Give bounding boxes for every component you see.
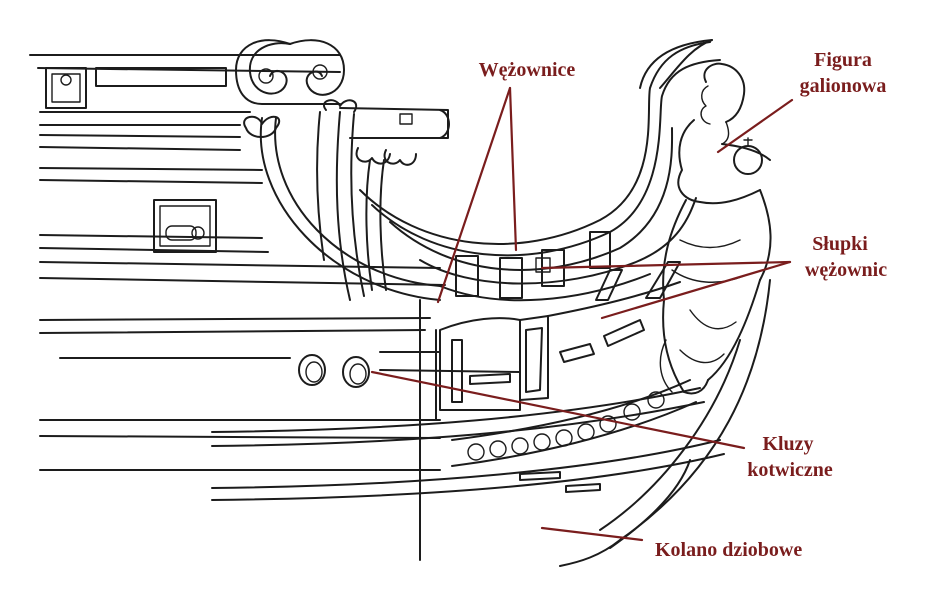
leader-slupki-upper [540,260,792,270]
leader-lines [370,86,794,542]
label-kolano: Kolano dziobowe [655,539,802,561]
cannon-gunport [153,199,217,253]
upper-rails [29,54,446,359]
label-kluzy-line2: kotwiczne [747,459,833,481]
leader-slupki-lower [600,260,792,320]
label-slupki-line2: wężownic [805,259,887,281]
leader-figura [716,98,794,154]
label-figura-line1: Figura [814,49,872,71]
lower-wales [39,387,725,501]
figurehead [659,39,772,395]
ship-bow-drawing [29,39,772,567]
hawse-holes [298,354,370,388]
head-rails [259,111,441,301]
leader-wezownice-right [508,86,518,252]
label-figura-line2: galionowa [800,75,887,97]
leader-wezownice-left [436,86,512,304]
rosette-band [451,379,697,467]
cathead-beam [339,107,450,139]
label-wezownice: Wężownice [479,59,576,81]
lower-framing [379,281,681,561]
labels: Wężownice Figura galionowa Słupki wężown… [479,49,888,561]
label-slupki-line1: Słupki [812,233,868,255]
leader-kolano [540,526,644,542]
leader-kluzy [370,370,746,450]
label-kluzy-line1: Kluzy [762,433,813,455]
scroll-ornament [235,39,345,105]
upper-gunport [45,67,227,109]
stem-cutwater [559,279,771,567]
